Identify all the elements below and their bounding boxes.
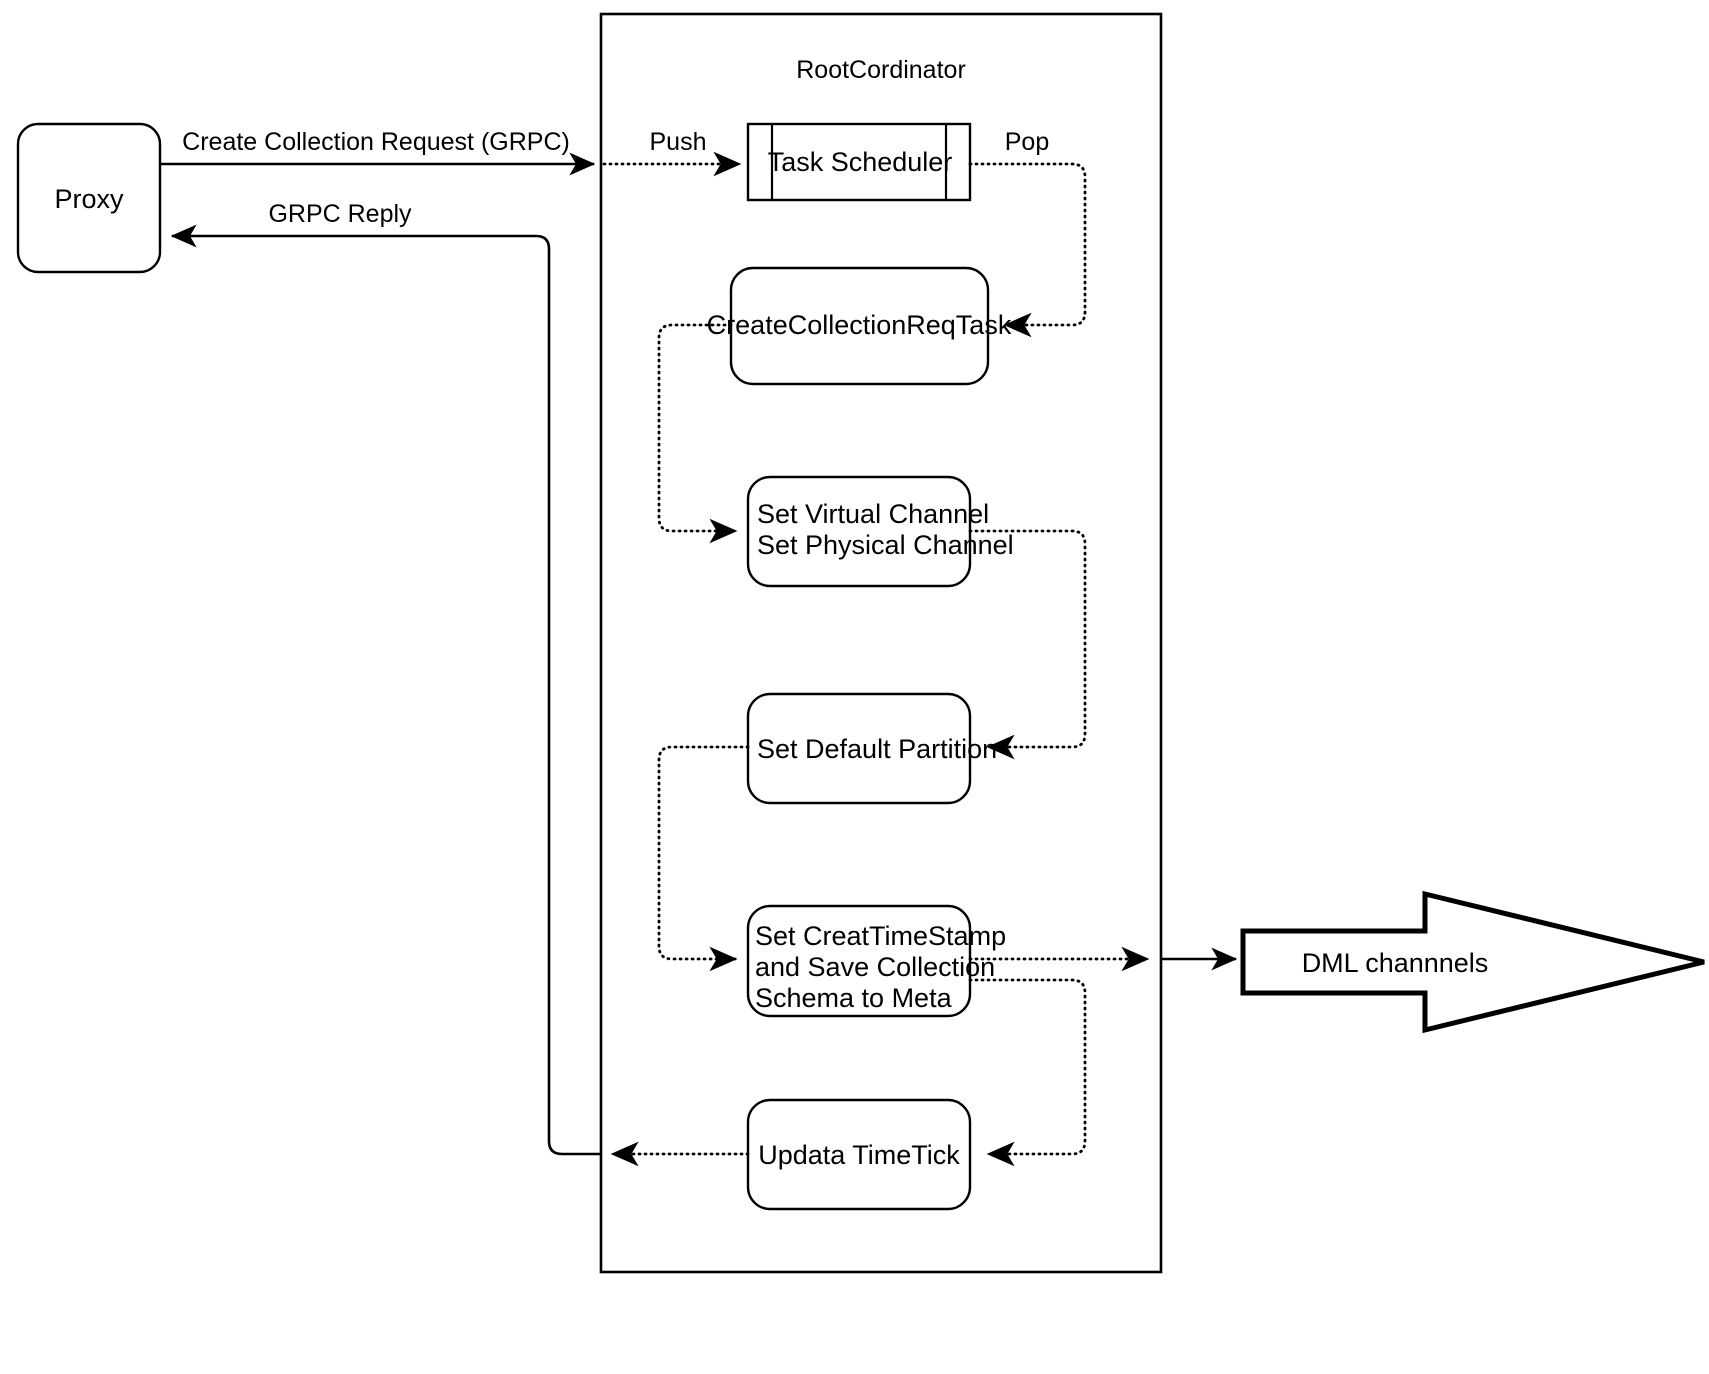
node-create-collection-req-task[interactable]: CreateCollectionReqTask <box>707 266 1012 386</box>
edge-pop: Pop <box>968 128 1087 338</box>
node-set-timestamp-label-line1: Set CreatTimeStamp <box>755 921 1006 951</box>
node-set-default-partition-label: Set Default Partition <box>757 734 997 764</box>
node-update-timetick-label: Updata TimeTick <box>758 1140 960 1170</box>
edge-create-collection-request-label: Create Collection Request (GRPC) <box>182 128 570 156</box>
node-set-timestamp-label-line3: Schema to Meta <box>755 983 953 1013</box>
edge-grpc-reply: GRPC Reply <box>170 200 601 1156</box>
edge-default-partition-to-timestamp <box>657 745 750 972</box>
node-dml-channels[interactable]: DML channnels <box>1240 890 1705 1034</box>
rootcordinator-container: RootCordinator <box>599 12 1163 1274</box>
node-set-channels-label-line1: Set Virtual Channel <box>757 499 989 529</box>
rootcordinator-label: RootCordinator <box>796 56 966 84</box>
edge-push: Push <box>602 128 742 177</box>
node-create-collection-req-task-label: CreateCollectionReqTask <box>707 310 1012 340</box>
edge-push-label: Push <box>650 128 707 156</box>
node-set-default-partition[interactable]: Set Default Partition <box>746 692 997 805</box>
node-proxy-label: Proxy <box>54 184 124 214</box>
edge-set-channels-to-default-partition <box>968 529 1087 760</box>
edge-grpc-reply-label: GRPC Reply <box>268 200 412 228</box>
node-task-scheduler-label: Task Scheduler <box>768 147 953 177</box>
node-dml-channels-label: DML channnels <box>1302 948 1489 978</box>
node-set-channels-label-line2: Set Physical Channel <box>757 530 1014 560</box>
node-task-scheduler[interactable]: Task Scheduler <box>746 122 972 202</box>
edge-pop-label: Pop <box>1005 128 1049 156</box>
node-set-timestamp-label-line2: and Save Collection <box>755 952 995 982</box>
node-set-timestamp[interactable]: Set CreatTimeStamp and Save Collection S… <box>746 904 1006 1018</box>
edge-create-collection-request: Create Collection Request (GRPC) <box>160 128 596 176</box>
edge-task-to-set-channels <box>657 323 738 544</box>
edge-timestamp-to-timetick <box>968 978 1087 1167</box>
node-proxy[interactable]: Proxy <box>16 122 162 274</box>
node-set-channels[interactable]: Set Virtual Channel Set Physical Channel <box>746 475 1014 588</box>
node-update-timetick[interactable]: Updata TimeTick <box>746 1098 972 1211</box>
